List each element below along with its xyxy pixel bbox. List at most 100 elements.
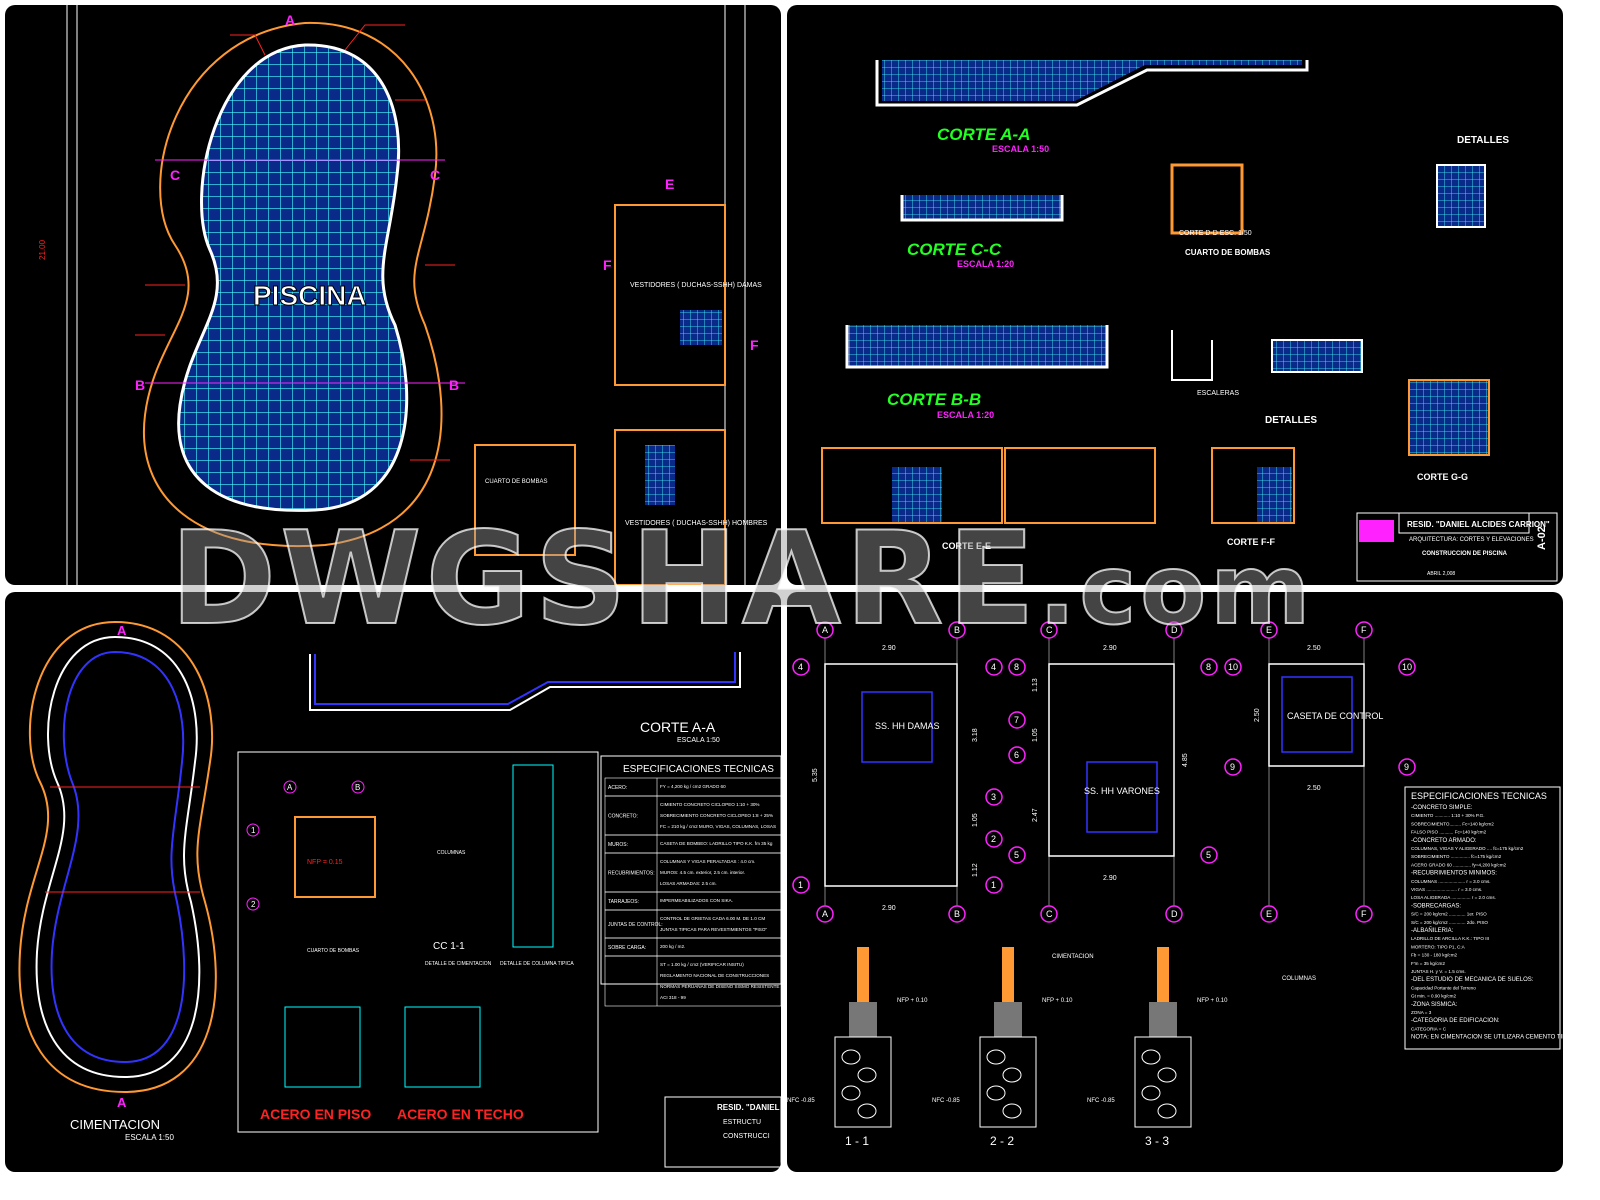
spec-line: Gt min. = 0.90 kg/cm2 — [1411, 994, 1457, 999]
spec-line: -SOBRECARGAS: — [1411, 903, 1461, 909]
cimentacion-outline — [18, 620, 217, 1094]
svg-text:A: A — [822, 625, 828, 635]
svg-text:RESID. "DANIEL ALC: RESID. "DANIEL ALC — [717, 1103, 781, 1112]
svg-text:8: 8 — [1206, 662, 1211, 672]
spec-label: SOBRE CARGA: — [608, 945, 646, 951]
section-label: 2 - 2 — [990, 1134, 1014, 1148]
svg-text:6: 6 — [1014, 750, 1019, 760]
grid-bubbles: A B 1 2 — [246, 780, 365, 911]
dimensions: 2.90 2.90 2.90 2.90 2.50 2.50 5.35 4.85 … — [812, 645, 1321, 912]
work-title: CONSTRUCCION DE PISCINA — [1422, 551, 1508, 557]
pool-basin — [177, 43, 409, 512]
grid-bubble — [1260, 621, 1278, 639]
spec-value: FY = 4,200 kg / cm2 GRADO 60 — [660, 784, 726, 789]
svg-text:7: 7 — [1014, 715, 1019, 725]
section-label: 3 - 3 — [1145, 1134, 1169, 1148]
svg-text:2.90: 2.90 — [882, 905, 896, 912]
grid-bubble — [1165, 621, 1183, 639]
grid-bubble — [985, 830, 1003, 848]
spec-value: IMPERMEABILIZADOS CON SIKA. — [660, 898, 733, 903]
detalles-title: DETALLES — [1457, 135, 1509, 146]
svg-text:1.12: 1.12 — [972, 863, 979, 877]
svg-text:2: 2 — [251, 900, 256, 909]
spec-line: -ALBAÑILERIA: — [1411, 927, 1454, 934]
corte-ff-title: CORTE F-F — [1227, 537, 1275, 547]
svg-text:B: B — [954, 909, 960, 919]
spec-value: FC = 210 kg / cm2 MURO, VIGAS, COLUMNAS,… — [660, 824, 776, 829]
svg-text:2.50: 2.50 — [1307, 645, 1321, 652]
grid-bubble — [1260, 905, 1278, 923]
spec-line: Fb = 130 - 180 kg/cm2 — [1411, 953, 1458, 958]
spec-line: F'm = 35 kg/cm2 — [1411, 961, 1445, 966]
svg-text:A: A — [285, 12, 295, 28]
svg-text:5.35: 5.35 — [812, 768, 819, 782]
svg-text:1.13: 1.13 — [1032, 678, 1039, 692]
cimentacion-scale: ESCALA 1:50 — [125, 1133, 174, 1142]
svg-text:B: B — [954, 625, 960, 635]
caseta-label: CASETA DE CONTROL — [1287, 711, 1383, 721]
spec-value: LOSAS ARMADAS: 2.5 cm. — [660, 881, 717, 886]
corte-dd-label: CORTE D-D ESC. 1/50 — [1179, 230, 1252, 237]
project-name: RESID. "DANIEL ALCIDES CARRION" — [1407, 520, 1550, 529]
spec-value: 200 kg / m2. — [660, 944, 685, 949]
pool-plan-drawing: 21.00 PISCINA A C C B B E F F VESTIDORES… — [38, 5, 768, 585]
specs-list: ESPECIFICACIONES TECNICAS -CONCRETO SIMP… — [1404, 786, 1563, 1050]
spec-value: MUROS: 4.5 cm. exterior, 2.5 cm. interio… — [660, 870, 745, 875]
svg-text:10: 10 — [1402, 662, 1412, 672]
svg-text:E: E — [665, 176, 674, 192]
grid-bubble — [1398, 758, 1416, 776]
cuarto-bombas-label: CUARTO DE BOMBAS — [485, 479, 547, 485]
grid-bubble — [792, 658, 810, 676]
svg-text:B: B — [449, 377, 459, 393]
spec-line: S/C = 200 kg/cm2 ............. 2do. PISO — [1411, 920, 1488, 925]
section-mark: A — [117, 623, 127, 638]
spec-value: SOBRECIMIENTO CONCRETO CICLOPEO 1:8 + 25… — [660, 813, 773, 818]
vestidores-damas-label: VESTIDORES ( DUCHAS-SSHH) DAMAS — [630, 282, 762, 289]
svg-text:8: 8 — [1014, 662, 1019, 672]
svg-text:10: 10 — [1228, 662, 1238, 672]
corte-aa-title: CORTE A-A — [640, 719, 716, 735]
spec-line: Capacidad Portante del Terreno — [1411, 985, 1476, 990]
grid-bubble — [1355, 905, 1373, 923]
grid-bubble — [1165, 905, 1183, 923]
svg-text:2.47: 2.47 — [1032, 808, 1039, 822]
spec-line: VIGAS ........................ r = 3.0 c… — [1411, 887, 1482, 892]
vestidores-hombres-label: VESTIDORES ( DUCHAS-SSHH) HOMBRES — [625, 520, 768, 527]
structure-panel: A A CIMENTACION ESCALA 1:50 CORTE A-A ES… — [5, 592, 781, 1172]
nfp-label: NFP + 0.10 — [897, 998, 928, 1004]
svg-text:5: 5 — [1206, 850, 1211, 860]
nfp-label: NFP = 0.15 — [307, 859, 343, 866]
spec-label: TARRAJEOS: — [608, 899, 639, 905]
spec-value: COLUMNAS Y VIGAS PERALTADAS : 4.0 cm. — [660, 859, 755, 864]
spec-line: SOBRECIMIENTO ............... fc=175 kg/… — [1411, 854, 1502, 859]
corte-gg-title: CORTE G-G — [1417, 472, 1468, 482]
corte-cc-scale: ESCALA 1:20 — [957, 259, 1014, 269]
corte-aa-scale: ESCALA 1:50 — [677, 737, 720, 744]
specs-table: ESPECIFICACIONES TECNICAS ACERO:FY = 4,2… — [600, 755, 781, 1007]
svg-text:D: D — [1171, 625, 1178, 635]
spec-value: REGLAMENTO NACIONAL DE CONSTRUCCIONES — [660, 973, 769, 978]
corte-aa-title: CORTE A-A — [937, 125, 1031, 144]
spec-value: CIMIENTO CONCRETO CICLOPEO 1:10 + 30% — [660, 802, 760, 807]
spec-line: CATEGORIA = C — [1411, 1026, 1447, 1031]
grid-bubble — [1008, 746, 1026, 764]
detalle-columna-label: DETALLE DE COLUMNA TIPICA — [500, 961, 574, 967]
spec-label: CONCRETO: — [608, 814, 638, 820]
sheet-title: ARQUITECTURA: CORTES Y ELEVACIONES — [1409, 537, 1534, 543]
grid-bubble — [1398, 658, 1416, 676]
sheet-number: A-02 — [1536, 526, 1548, 550]
detalles-title-2: DETALLES — [1265, 415, 1317, 426]
spec-line: -DEL ESTUDIO DE MECANICA DE SUELOS: — [1411, 977, 1534, 983]
svg-text:9: 9 — [1404, 762, 1409, 772]
spec-label: ACERO: — [608, 785, 627, 791]
spec-line: SOBRECIMIENTO......... Fc=140 kg/cm2 — [1411, 821, 1494, 826]
grid-bubble — [1224, 658, 1242, 676]
svg-text:CONSTRUCCI: CONSTRUCCI — [723, 1133, 770, 1140]
spec-line: -CATEGORIA DE EDIFICACION: — [1411, 1018, 1500, 1024]
spec-value: CONTROL DE GRIETAS CADA 6.00 M. DE 1.0 C… — [660, 916, 765, 921]
corte-aa-scale: ESCALA 1:50 — [992, 144, 1049, 154]
svg-text:1: 1 — [251, 826, 256, 835]
svg-text:B: B — [135, 377, 145, 393]
spec-line: COLUMNAS ..................... r = 3.0 c… — [1411, 879, 1491, 884]
